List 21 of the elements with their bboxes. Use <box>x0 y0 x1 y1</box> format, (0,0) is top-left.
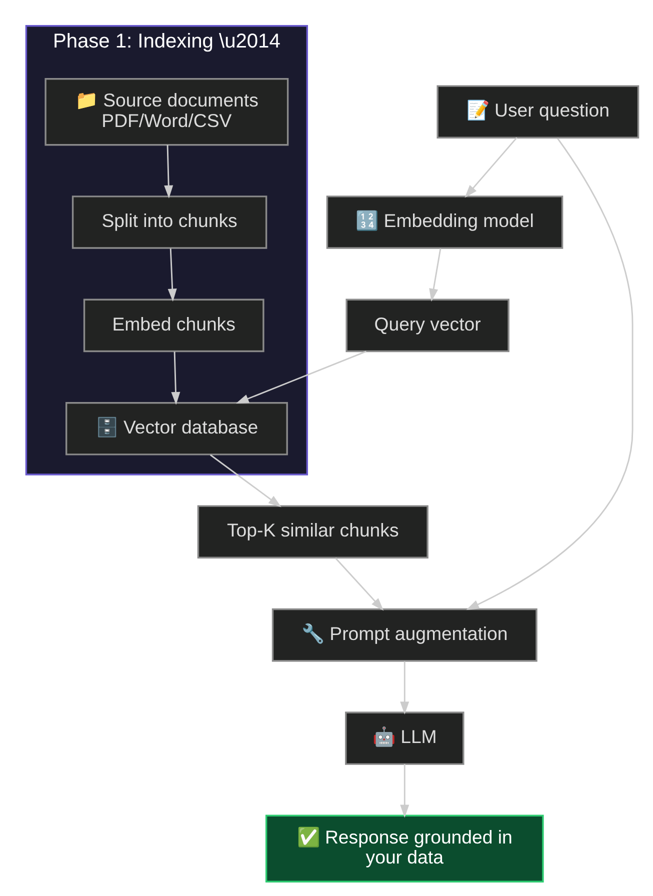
node-box: 📁 Source documents PDF/Word/CSV <box>44 78 289 146</box>
arrow <box>400 764 410 818</box>
node-box: Embed chunks <box>83 298 264 352</box>
arrow <box>464 137 518 198</box>
node-box: 🤖 LLM <box>345 712 464 765</box>
node-box: 🔢 Embedding model <box>326 196 564 249</box>
node-box: Split into chunks <box>72 196 268 249</box>
arrow <box>171 352 180 405</box>
node-box: ✅ Response grounded in your data <box>265 814 544 882</box>
node-box: Query vector <box>346 298 510 352</box>
arrow <box>429 248 442 302</box>
node-box: 🗄 Vector database <box>65 402 288 456</box>
node-box: 📝 User question <box>436 85 640 139</box>
arrow <box>466 138 634 610</box>
arrow <box>400 661 410 714</box>
node-box: 🔧 Prompt augmentation <box>272 608 538 662</box>
arrow <box>164 144 174 198</box>
arrow <box>236 350 366 404</box>
arrow <box>168 248 177 302</box>
arrow <box>335 558 384 611</box>
node-box: Top-K similar chunks <box>197 505 428 559</box>
